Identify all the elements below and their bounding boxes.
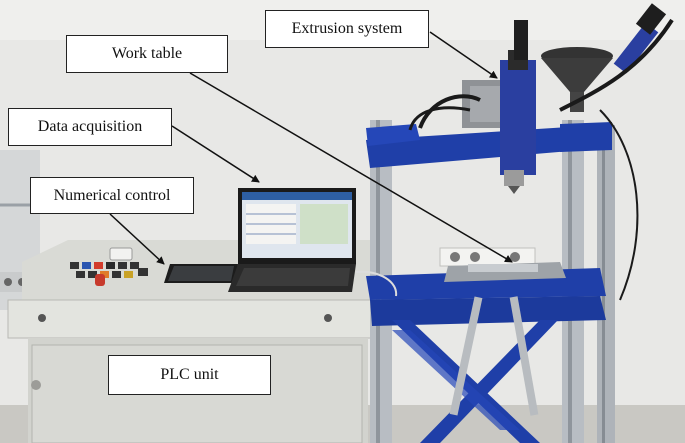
label-data-acquisition: Data acquisition: [8, 108, 172, 146]
label-plc-unit: PLC unit: [108, 355, 271, 395]
label-work-table: Work table: [66, 35, 228, 73]
label-numerical-control: Numerical control: [30, 177, 194, 214]
label-extrusion-system: Extrusion system: [265, 10, 429, 48]
